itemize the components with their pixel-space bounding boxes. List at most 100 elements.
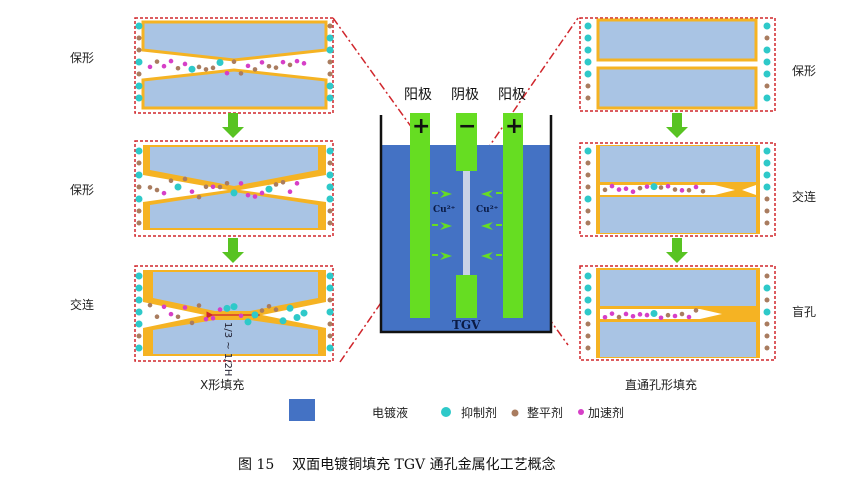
additive-dot: [188, 65, 196, 73]
additive-dot: [584, 284, 592, 292]
additive-dot: [196, 303, 202, 308]
additive-dot: [224, 180, 230, 186]
additive-dot: [326, 272, 334, 280]
dimension-label: 1/3 ~ 1/2H: [222, 322, 233, 376]
additive-dot: [764, 273, 770, 279]
additive-dot: [196, 64, 202, 70]
additive-dot: [287, 62, 293, 68]
cathode-bottom: [456, 275, 477, 318]
additive-dot: [161, 304, 167, 310]
additive-dot: [300, 309, 308, 317]
additive-dot: [182, 176, 188, 182]
additive-dot: [210, 315, 216, 321]
additive-dot: [764, 35, 770, 41]
additive-dot: [585, 172, 591, 178]
additive-dot: [135, 272, 143, 280]
additive-dot: [672, 313, 678, 319]
additive-dot: [609, 311, 615, 316]
additive-dot: [644, 184, 650, 189]
additive-dot: [203, 184, 209, 190]
anode-right: [503, 113, 523, 318]
additive-dot: [135, 171, 143, 179]
electrode-label-cathode: 阴极: [451, 87, 479, 103]
additive-dot: [286, 304, 294, 312]
additive-dot: [135, 284, 143, 292]
additive-dot: [182, 305, 188, 310]
additive-dot: [217, 307, 223, 312]
additive-dot: [168, 311, 174, 317]
additive-dot: [630, 189, 636, 195]
legend-swatch-plating-solution: [289, 399, 315, 421]
additive-dot: [136, 333, 142, 339]
legend-label-accelerator: 加速剂: [588, 405, 624, 420]
additive-dot: [686, 314, 692, 320]
ion-label-right: Cu²⁺: [476, 205, 499, 215]
legend: 电镀液 抑制剂 整平剂 加速剂: [289, 399, 624, 421]
additive-dot: [327, 59, 333, 65]
right-panel-1: [579, 17, 776, 112]
additive-dot: [763, 22, 771, 30]
additive-dot: [665, 183, 671, 189]
additive-dot: [135, 320, 143, 328]
additive-dot: [585, 333, 591, 339]
additive-dot: [764, 220, 770, 226]
plus-icon: +: [505, 114, 523, 139]
left-stage-arrows: [222, 113, 244, 263]
additive-dot: [616, 314, 622, 320]
additive-dot: [238, 71, 244, 76]
right-caption: 直通孔形填充: [625, 377, 697, 392]
legend-dot-accelerator: [578, 409, 584, 415]
additive-dot: [326, 183, 334, 191]
right-panel-3: [579, 265, 776, 361]
additive-dot: [135, 22, 143, 30]
additive-dot: [161, 190, 167, 196]
additive-dot: [223, 304, 231, 312]
additive-dot: [584, 58, 592, 66]
additive-dot: [602, 187, 608, 193]
additive-dot: [189, 320, 195, 326]
additive-dot: [665, 312, 671, 318]
additive-dot: [136, 184, 142, 190]
additive-dot: [251, 311, 259, 319]
additive-dot: [679, 311, 685, 317]
additive-dot: [764, 345, 770, 351]
additive-dot: [168, 58, 174, 64]
additive-dot: [245, 192, 251, 198]
additive-dot: [280, 180, 286, 185]
additive-dot: [252, 67, 258, 72]
right-stage-arrows: [666, 113, 688, 263]
additive-dot: [585, 220, 591, 226]
additive-dot: [136, 35, 142, 41]
additive-dot: [763, 171, 771, 179]
anode-left: [410, 113, 430, 318]
additive-dot: [259, 190, 265, 196]
additive-dot: [584, 70, 592, 78]
additive-dot: [280, 59, 286, 65]
additive-dot: [327, 160, 333, 166]
additive-dot: [763, 94, 771, 102]
left-caption: X形填充: [200, 377, 244, 392]
left-panel-3: 1/3 ~ 1/2H: [134, 265, 334, 376]
additive-dot: [686, 187, 692, 193]
additive-dot: [189, 189, 195, 194]
additive-dot: [326, 94, 334, 102]
additive-dot: [175, 65, 181, 71]
additive-dot: [764, 321, 770, 327]
additive-dot: [217, 184, 223, 190]
electroplating-tank: [379, 113, 553, 334]
legend-dot-leveler: [511, 409, 519, 417]
additive-dot: [136, 71, 142, 77]
right-stage-label-3: 盲孔: [792, 304, 816, 319]
additive-dot: [326, 82, 334, 90]
right-panel-2: [579, 142, 776, 237]
additive-dot: [154, 314, 160, 320]
ion-label-left: Cu²⁺: [433, 205, 456, 215]
additive-dot: [637, 185, 643, 191]
additive-dot: [135, 296, 143, 304]
additive-dot: [763, 46, 771, 54]
additive-dot: [693, 308, 699, 313]
additive-dot: [585, 160, 591, 166]
additive-dot: [763, 70, 771, 78]
additive-dot: [154, 59, 160, 64]
